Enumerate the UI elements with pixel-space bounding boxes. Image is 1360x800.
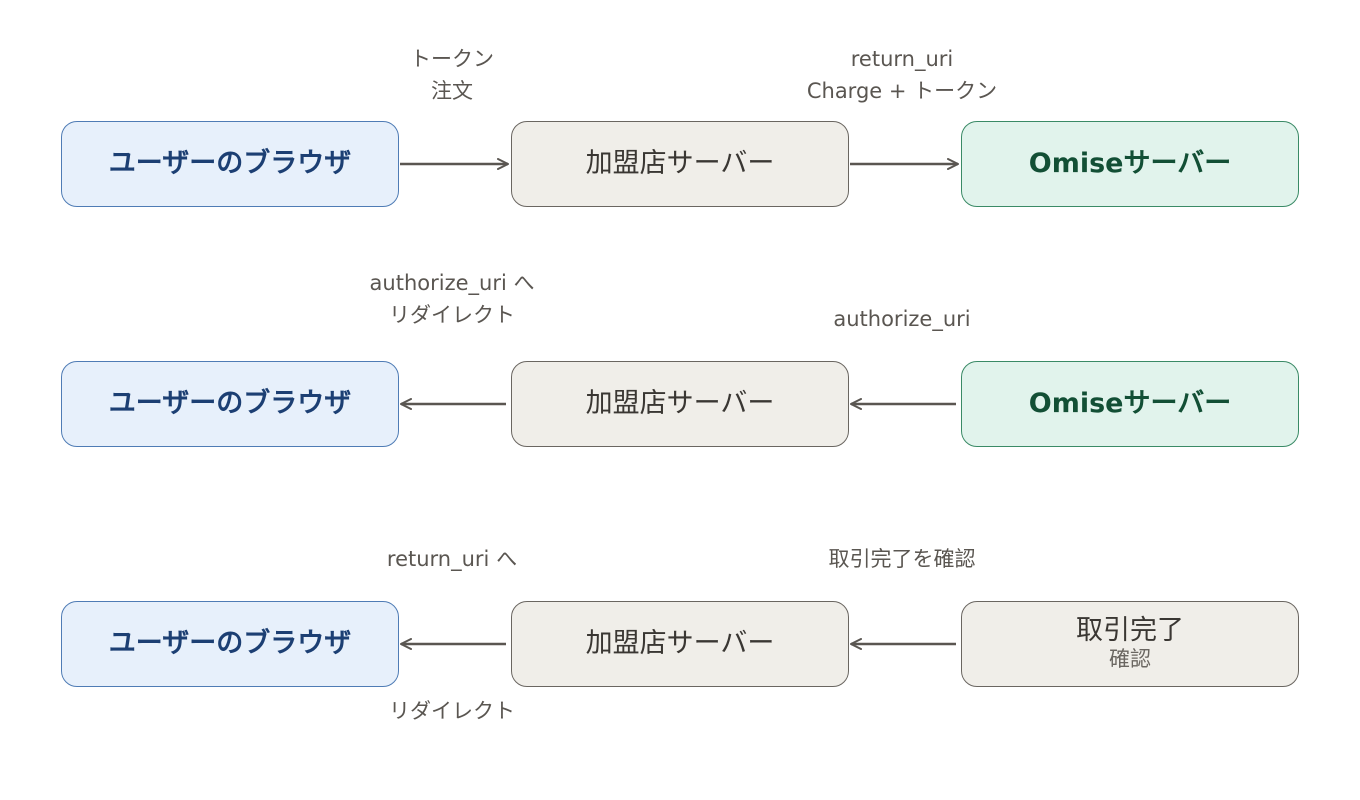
confirm-transaction-label: 取引完了を確認 — [762, 543, 1042, 575]
omise-server-box: Omiseサーバー — [961, 121, 1299, 207]
redirect-bottom-text: リダイレクト — [389, 699, 515, 723]
merchant-server-label: 加盟店サーバー — [585, 628, 775, 660]
omise-server-label: Omiseサーバー — [1028, 148, 1232, 180]
return-uri-to-label: return_uri へ — [312, 543, 592, 575]
authorize-redirect-label: authorize_uri へ リダイレクト — [312, 267, 592, 331]
user-browser-label: ユーザーのブラウザ — [108, 388, 352, 420]
merchant-server-box: 加盟店サーバー — [511, 601, 849, 687]
order-label: 注文 — [431, 79, 473, 103]
merchant-server-label: 加盟店サーバー — [585, 388, 775, 420]
token-order-label: トークン 注文 — [312, 43, 592, 107]
return-uri-to-text: return_uri へ — [386, 547, 518, 571]
authorize-uri-text: authorize_uri — [833, 307, 971, 331]
omise-server-label: Omiseサーバー — [1028, 388, 1232, 420]
return-uri-charge-label: return_uri Charge + トークン — [762, 43, 1042, 107]
user-browser-box: ユーザーのブラウザ — [61, 601, 399, 687]
token-label: トークン — [410, 47, 494, 71]
transaction-complete-label: 取引完了 — [1076, 614, 1184, 646]
redirect-label: リダイレクト — [389, 303, 515, 327]
user-browser-label: ユーザーのブラウザ — [108, 628, 352, 660]
transaction-complete-box: 取引完了 確認 — [961, 601, 1299, 687]
confirm-transaction-text: 取引完了を確認 — [828, 547, 976, 571]
user-browser-label: ユーザーのブラウザ — [108, 148, 352, 180]
authorize-uri-label: authorize_uri — [762, 303, 1042, 335]
return-uri-label: return_uri — [850, 47, 954, 71]
redirect-bottom-label: リダイレクト — [312, 695, 592, 727]
confirm-label: 確認 — [1109, 647, 1151, 672]
user-browser-box: ユーザーのブラウザ — [61, 361, 399, 447]
merchant-server-box: 加盟店サーバー — [511, 121, 849, 207]
charge-token-label: Charge + トークン — [806, 79, 998, 103]
user-browser-box: ユーザーのブラウザ — [61, 121, 399, 207]
authorize-uri-to-label: authorize_uri へ — [369, 271, 535, 295]
omise-server-box: Omiseサーバー — [961, 361, 1299, 447]
merchant-server-box: 加盟店サーバー — [511, 361, 849, 447]
merchant-server-label: 加盟店サーバー — [585, 148, 775, 180]
